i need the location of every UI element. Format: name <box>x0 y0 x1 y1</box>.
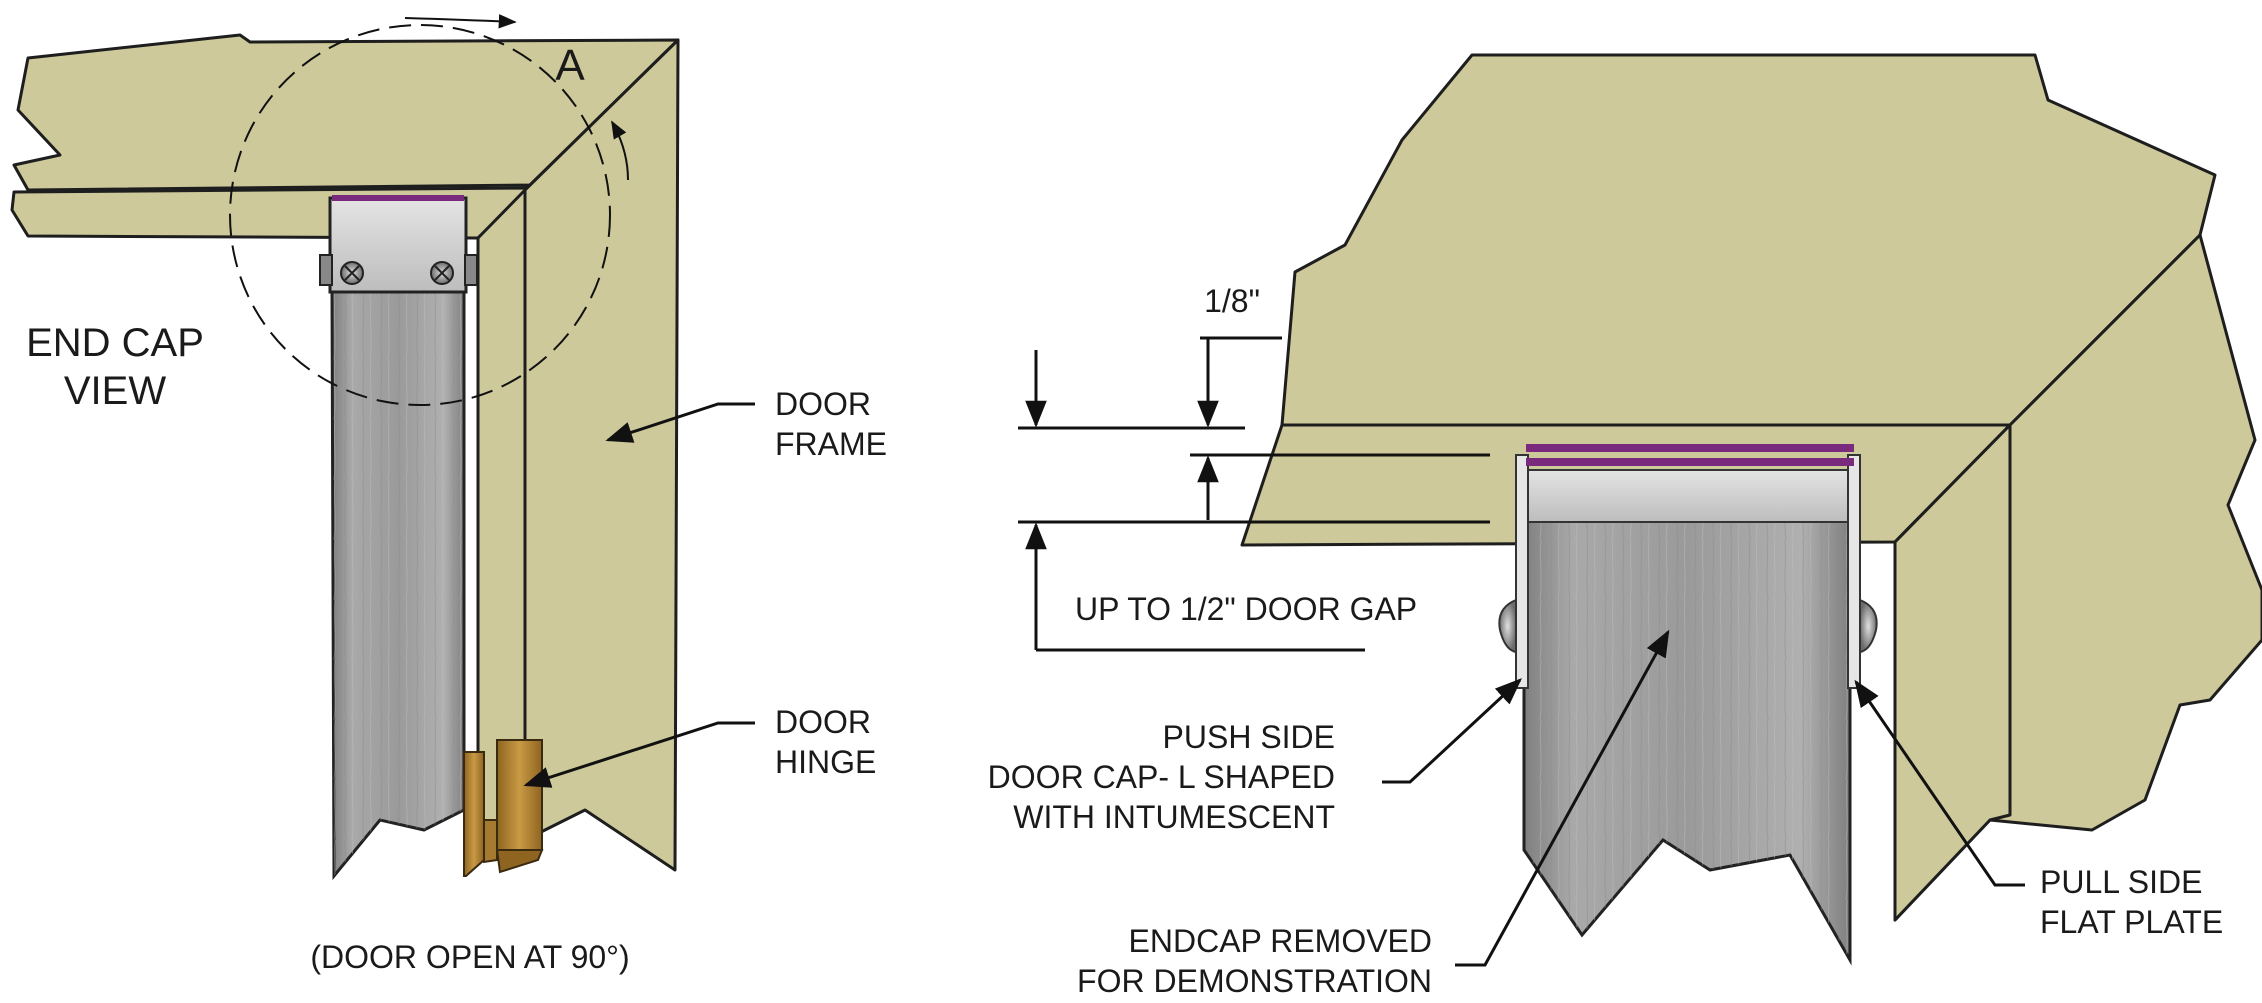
view-title-line2: VIEW <box>64 369 166 413</box>
endcap-removed-line2: FOR DEMONSTRATION <box>1077 963 1432 999</box>
frame-header-top <box>12 33 680 192</box>
hinge-label-line1: DOOR <box>775 704 871 740</box>
view-title-line1: END CAP <box>26 321 204 365</box>
hinge-label-line2: HINGE <box>775 744 876 780</box>
frame-jamb <box>523 38 680 872</box>
frame-jamb-stop-detail <box>1893 423 2012 922</box>
push-side-line2: DOOR CAP- L SHAPED <box>988 759 1335 795</box>
pull-side-plate <box>1847 454 1861 689</box>
detail-marker: A <box>555 41 585 90</box>
intumescent-strip <box>1526 444 1854 452</box>
door-hinge <box>463 739 544 877</box>
screw-icon <box>430 261 454 285</box>
right-view: 1/8" UP TO 1/2" DOOR GAP PUSH SIDE DOOR … <box>988 53 2262 999</box>
door-open-caption: (DOOR OPEN AT 90°) <box>310 939 629 975</box>
screw-icon <box>340 261 364 285</box>
left-view: A END CAP VIEW DOOR FRAME DOOR HINGE (DO… <box>10 14 887 975</box>
endcap-removed-line1: ENDCAP REMOVED <box>1129 923 1432 959</box>
pull-side-line1: PULL SIDE <box>2040 864 2202 900</box>
frame-label-line2: FRAME <box>775 426 887 462</box>
push-side-cap <box>1515 454 1529 689</box>
push-side-line3: WITH INTUMESCENT <box>1013 799 1335 835</box>
push-side-line1: PUSH SIDE <box>1163 719 1335 755</box>
pull-side-line2: FLAT PLATE <box>2040 904 2223 940</box>
intumescent-strip <box>1526 458 1854 466</box>
frame-label-line1: DOOR <box>775 386 871 422</box>
detail-circle-a <box>229 24 611 406</box>
dimension-top: 1/8" <box>1204 283 1260 319</box>
end-cap-top-detail <box>1527 469 1849 523</box>
door-gap-label: UP TO 1/2" DOOR GAP <box>1075 591 1417 627</box>
end-cap-intumescent <box>332 195 464 201</box>
screw-icon <box>1859 598 1878 654</box>
screw-icon <box>1498 598 1517 654</box>
